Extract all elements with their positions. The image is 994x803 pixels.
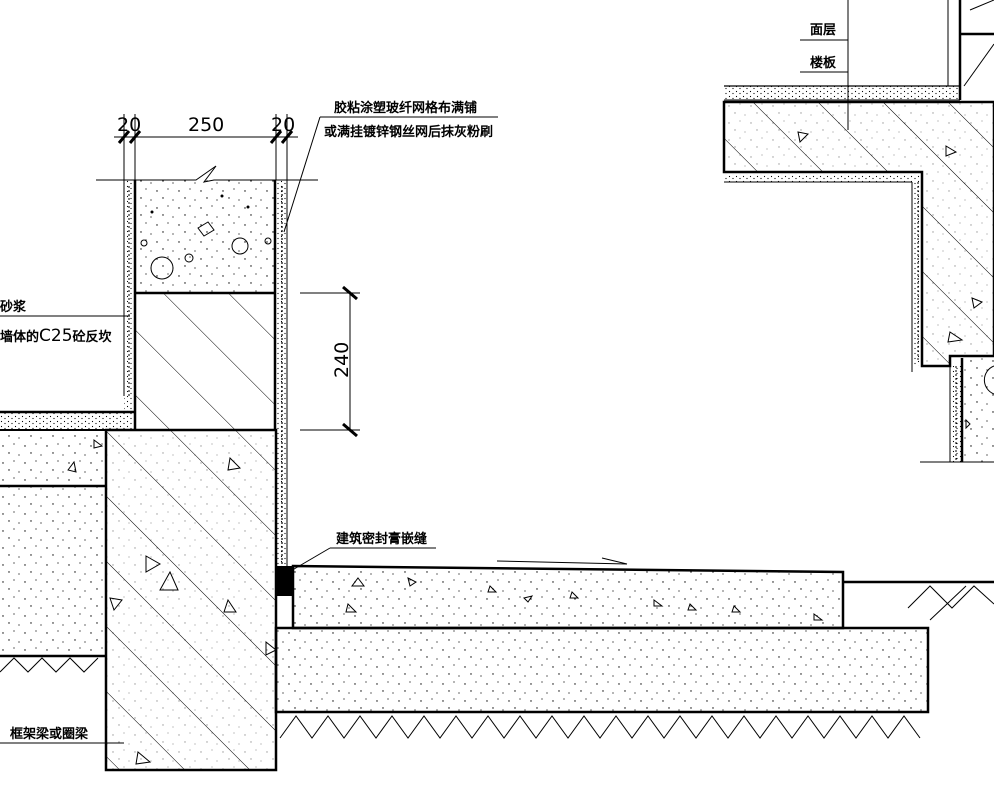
plaster-layer-right — [276, 180, 288, 570]
dim-wall-width: 250 — [188, 114, 224, 136]
concrete-upstand — [133, 291, 277, 430]
gravel-base-layer — [274, 626, 930, 714]
frame-beam — [104, 428, 278, 772]
mesh-note-line2: 或满挂镀锌钢丝网后抹灰粉刷 — [324, 124, 493, 140]
mesh-note-line1: 胶粘涂塑玻纤网格布满铺 — [334, 100, 477, 116]
right-lower-wall — [920, 358, 994, 463]
wall-break-line — [96, 165, 318, 183]
dim-right-gap: 20 — [271, 114, 295, 136]
outdoor-concrete-slab — [291, 557, 845, 630]
top-dimension-line — [114, 114, 298, 180]
left-note-grade: C25 — [39, 326, 73, 346]
upper-masonry-wall — [133, 180, 277, 293]
compacted-soil — [279, 580, 994, 739]
right-floor-slab — [722, 0, 994, 372]
surface-layer-label: 面层 — [810, 23, 836, 38]
layer-leaders — [800, 0, 849, 130]
sealant-joint — [276, 566, 293, 596]
left-note-tail: 砼反坎 — [73, 329, 112, 345]
left-note-line1: 砂浆 — [0, 299, 27, 315]
sealant-label: 建筑密封膏嵌缝 — [336, 531, 427, 547]
side-dimension-line — [300, 285, 360, 438]
left-note-cjk: 墙体的 — [0, 329, 39, 345]
plaster-layer-left — [123, 180, 135, 415]
beam-label: 框架梁或圈梁 — [10, 726, 89, 742]
sealant-leader — [288, 547, 436, 573]
dim-beam-height: 240 — [331, 342, 353, 378]
left-note-line2: 墙体的C25砼反坎 — [0, 326, 112, 346]
floor-slab-label: 楼板 — [810, 55, 837, 71]
mesh-note-leader — [283, 116, 498, 233]
left-floor-slab — [0, 410, 135, 673]
dim-left-gap: 20 — [117, 114, 141, 136]
